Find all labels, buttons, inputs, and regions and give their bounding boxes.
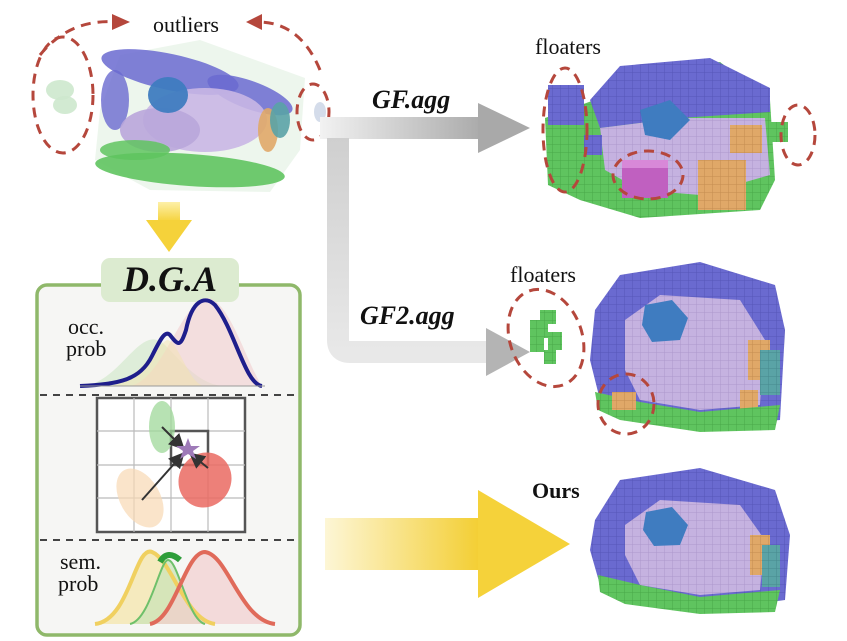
occ-label-line1: occ. [68,314,104,339]
outlier-arrowhead-right [246,14,262,30]
sem-prob-plot [94,549,276,626]
ours-label: Ours [532,478,580,503]
gaussian-scene-image [46,40,326,192]
sem-label-line1: sem. [60,549,101,574]
yellow-arrow-ours [325,490,570,598]
outliers-label: outliers [153,12,219,37]
aggregation-grid [95,396,247,534]
outlier-marker-left [31,35,95,155]
gray-arrows [320,103,530,376]
occ-prob-plot [79,298,265,388]
sem-curve-green-thin [129,558,206,625]
floater-marker-top-left [541,66,589,194]
dga-title: D.G.A [122,259,217,299]
gf-agg-label: GF.agg [372,85,450,114]
voxel-ours [590,468,790,614]
floater-marker-top-center [611,149,685,201]
sem-label-line2: prob [58,571,98,596]
floater-marker-top-right [779,103,817,167]
gaussian-yellow [116,468,164,528]
sem-curve-red [149,549,276,626]
outlier-arrow-left [38,20,119,56]
outlier-arrowhead-left [112,14,130,30]
voxel-gf2-agg [590,262,785,432]
floater-marker-mid-left [506,287,586,389]
floater-marker-mid-bottom [596,372,656,436]
outlier-marker-right [295,82,331,142]
floater-green-blob [530,310,562,364]
floaters-label-top: floaters [535,34,601,59]
occ-prob-curve [79,298,263,388]
voxel-gf-agg [545,58,788,218]
floaters-label-mid: floaters [510,262,576,287]
occ-label-line2: prob [66,336,106,361]
down-arrow [146,202,192,252]
outlier-arrow-right [257,20,322,71]
voxel-center-star-icon [176,438,200,459]
sem-curve-green-max [157,552,182,564]
gf2-agg-label: GF2.agg [360,301,455,330]
